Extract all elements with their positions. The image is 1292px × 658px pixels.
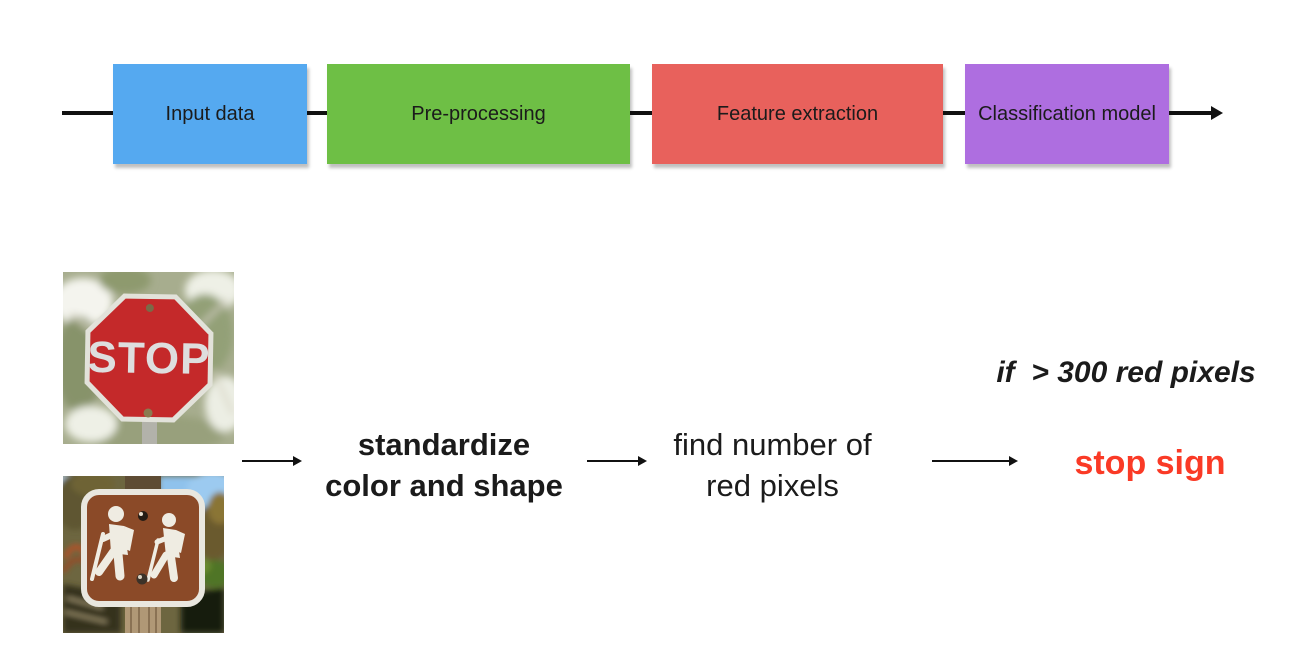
pipeline-box-pre-processing: Pre-processing bbox=[327, 64, 630, 164]
pipeline-connector bbox=[307, 111, 327, 115]
step-find-red-pixels-label: find number of red pixels bbox=[630, 424, 915, 506]
pipeline-box-classification-model: Classification model bbox=[965, 64, 1169, 164]
pipeline-lead-line bbox=[62, 111, 113, 115]
pipeline-box-feature-extraction: Feature extraction bbox=[652, 64, 943, 164]
step-arrow-icon bbox=[587, 456, 647, 466]
sign-bolt bbox=[145, 304, 154, 313]
sign-bolt bbox=[143, 408, 153, 418]
pipeline-box-label: Input data bbox=[165, 102, 255, 125]
pipeline-box-input-data: Input data bbox=[113, 64, 307, 164]
stop-sign-text: STOP bbox=[87, 333, 211, 384]
step-line: red pixels bbox=[706, 468, 839, 503]
classification-result-label: stop sign bbox=[1074, 444, 1226, 482]
pipeline-box-label: Feature extraction bbox=[716, 102, 879, 125]
step-line: find number of bbox=[673, 427, 872, 462]
pipeline-output-arrow-icon bbox=[1169, 106, 1223, 120]
stop-sign-face: STOP bbox=[84, 293, 214, 423]
pipeline-box-label: Pre-processing bbox=[411, 102, 546, 125]
hiking-sign-photo bbox=[63, 476, 224, 633]
step-line: color and shape bbox=[325, 468, 563, 503]
pipeline-connector bbox=[630, 111, 652, 115]
hiking-sign-face bbox=[81, 489, 205, 607]
sign-post bbox=[142, 420, 157, 444]
step-arrow-icon bbox=[932, 456, 1018, 466]
stop-sign-photo: STOP bbox=[63, 272, 234, 444]
classification-rule-label: if > 300 red pixels bbox=[996, 356, 1256, 389]
sign-bolt bbox=[136, 573, 148, 585]
step-line: standardize bbox=[357, 427, 531, 462]
step-standardize-label: standardize color and shape bbox=[289, 424, 599, 506]
pipeline-connector bbox=[943, 111, 965, 115]
sign-bolt bbox=[138, 511, 148, 521]
step-arrow-icon bbox=[242, 456, 302, 466]
hiker-figures bbox=[90, 506, 185, 582]
pipeline-box-label: Classification model bbox=[978, 102, 1156, 125]
